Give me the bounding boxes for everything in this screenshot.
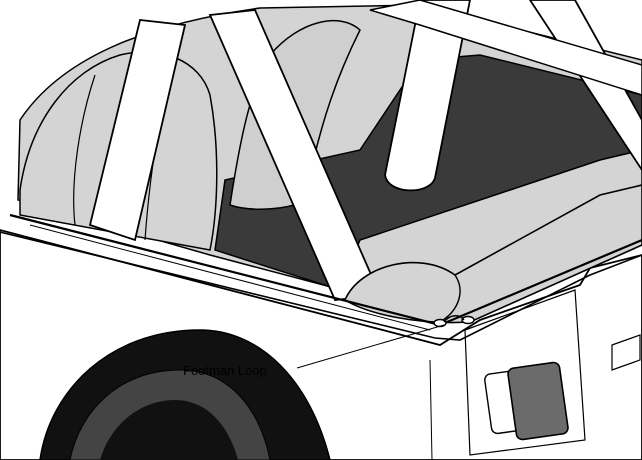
tail-light-lens (507, 361, 569, 441)
tire-inner-shadow (100, 400, 238, 460)
roll-bar-top-rail (369, 0, 642, 96)
rear-panel-vent (611, 334, 641, 371)
body-crease-line (429, 359, 433, 460)
footman-loop-label: Footman Loop (183, 363, 267, 378)
rolled-top-end-curve (439, 274, 461, 323)
tub-rail-inner-edge (29, 224, 431, 331)
callout-leader-line (296, 324, 445, 369)
left-seat-seam (73, 74, 96, 226)
roll-bar-vertical-post (384, 0, 471, 192)
rolled-soft-top-boot (343, 184, 642, 324)
tub-rail-outer-edge (0, 231, 642, 341)
roll-bar-diagonal-left (88, 19, 187, 242)
